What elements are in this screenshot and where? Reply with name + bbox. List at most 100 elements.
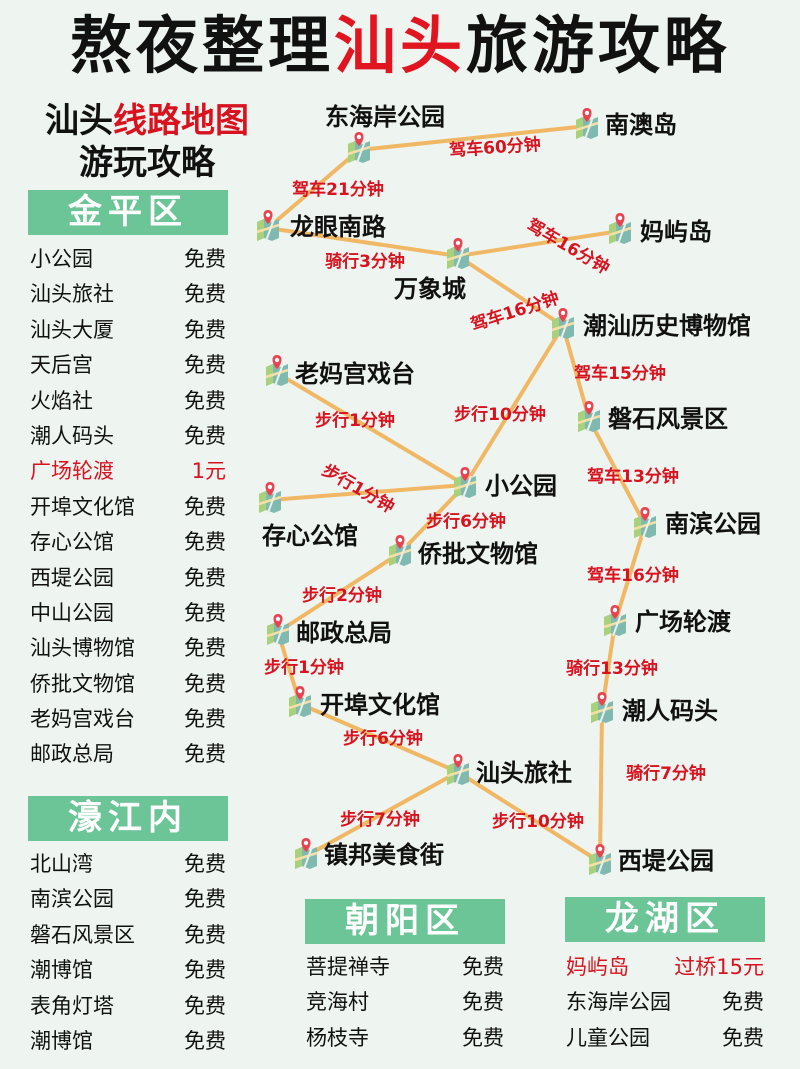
route-line — [266, 148, 361, 230]
attraction-price: 免费 — [184, 423, 226, 448]
attraction-name: 邮政总局 — [30, 742, 114, 767]
map-pin-icon — [587, 842, 613, 877]
list-item: 菩提禅寺 免费 — [306, 950, 504, 985]
route-duration-label: 驾车15分钟 — [574, 363, 666, 384]
route-line — [456, 770, 602, 864]
route-line — [587, 418, 647, 526]
attraction-name: 中山公园 — [30, 600, 114, 625]
attraction-name: 潮博馆 — [30, 1028, 93, 1053]
attraction-price: 免费 — [184, 852, 226, 876]
list-item: 西堤公园免费 — [30, 561, 226, 596]
route-line — [267, 226, 459, 258]
attraction-name: 潮人码头 — [30, 423, 114, 448]
district-header-haojiang: 濠江内 — [28, 796, 228, 841]
map-node-label: 磐石风景区 — [608, 405, 728, 433]
attraction-name: 菩提禅寺 — [306, 955, 390, 979]
attraction-name: 天后宫 — [30, 353, 93, 378]
attraction-price: 免费 — [184, 247, 226, 271]
attraction-name: 老妈宫戏台 — [30, 707, 135, 732]
map-node-label: 邮政总局 — [296, 619, 392, 647]
map-node-label: 西堤公园 — [618, 847, 714, 875]
attraction-price: 免费 — [184, 530, 226, 555]
map-pin-icon — [589, 690, 615, 725]
map-pin-icon — [445, 752, 471, 787]
route-lines — [266, 124, 647, 864]
attraction-name: 潮博馆 — [30, 958, 93, 983]
list-item: 南滨公园免费 — [30, 882, 226, 917]
route-duration-label: 步行10分钟 — [492, 811, 584, 832]
map-pin-icon — [287, 684, 313, 719]
route-line — [358, 124, 588, 152]
title-city: 汕头 — [333, 9, 466, 82]
map-pin-icon — [445, 236, 471, 271]
map-pin-icon — [387, 533, 413, 568]
map-node-label: 广场轮渡 — [635, 608, 732, 636]
attraction-price: 免费 — [184, 958, 226, 983]
map-pin-icon — [452, 465, 478, 500]
attraction-name: 竞海村 — [306, 990, 369, 1015]
list-item: 妈屿岛过桥15元 — [566, 950, 764, 985]
attraction-price: 免费 — [184, 353, 226, 378]
attraction-price: 免费 — [184, 636, 226, 661]
attraction-name: 磐石风景区 — [30, 922, 135, 947]
map-pin-icon — [632, 505, 658, 540]
route-duration-label: 步行10分钟 — [454, 404, 546, 425]
list-item: 火焰社免费 — [30, 384, 226, 419]
map-node-label: 妈屿岛 — [640, 218, 712, 246]
attraction-name: 侨批文物馆 — [30, 671, 135, 696]
map-pin-icon — [264, 353, 290, 388]
map-node-label: 汕头旅社 — [476, 759, 572, 787]
subtitle-city: 汕头 — [45, 101, 113, 141]
attraction-price: 免费 — [184, 993, 226, 1018]
map-pin-icon — [550, 306, 576, 341]
map-pin-icon — [574, 106, 600, 141]
subtitle-highlight: 线路地图 — [113, 101, 249, 141]
route-line — [398, 483, 467, 555]
list-item: 中山公园免费 — [30, 596, 226, 631]
route-line — [456, 254, 565, 328]
list-item: 汕头博物馆 免费 — [30, 631, 226, 666]
route-labels: 驾车60分钟驾车21分钟骑行3分钟驾车16分钟驾车16分钟驾车15分钟步行10分… — [264, 134, 706, 832]
list-item: 潮博馆 免费 — [30, 953, 226, 988]
attraction-price: 免费 — [184, 1028, 226, 1053]
route-duration-label: 骑行13分钟 — [566, 658, 658, 679]
attraction-price: 免费 — [184, 922, 226, 947]
list-item: 侨批文物馆免费 — [30, 667, 226, 702]
attraction-price: 1元 — [191, 459, 226, 484]
district-list-haojiang: 北山湾免费南滨公园免费磐石风景区免费潮博馆免费表角灯塔免费潮博馆免费 — [30, 847, 226, 1059]
attraction-name: 汕头博物馆 — [30, 636, 135, 661]
map-node-label: 存心公馆 — [262, 522, 358, 550]
attraction-price: 免费 — [184, 494, 226, 519]
subtitle-line2: 游玩攻略 — [79, 143, 215, 183]
route-duration-label: 驾车60分钟 — [449, 134, 542, 161]
list-item: 磐石风景区 免费 — [30, 918, 226, 953]
list-item: 老妈宫戏台免费 — [30, 702, 226, 737]
map-node-label: 龙眼南路 — [290, 213, 387, 241]
route-duration-label: 步行6分钟 — [343, 728, 423, 749]
route-line — [305, 770, 459, 858]
list-item: 邮政总局免费 — [30, 737, 226, 772]
list-item: 汕头旅社 免费 — [30, 277, 226, 312]
title-part3: 旅游攻略 — [466, 9, 731, 82]
attraction-name: 北山湾 — [30, 852, 93, 876]
list-item: 表角灯塔免费 — [30, 989, 226, 1024]
route-line — [613, 524, 647, 624]
attraction-price: 免费 — [462, 955, 504, 979]
attraction-name: 汕头旅社 — [30, 282, 114, 307]
attraction-price: 过桥15元 — [674, 955, 764, 979]
map-pin-icon — [293, 836, 319, 871]
attraction-name: 小公园 — [30, 247, 93, 271]
route-duration-label: 驾车21分钟 — [292, 179, 384, 200]
route-line — [275, 371, 467, 487]
map-node-label: 小公园 — [485, 472, 557, 500]
route-duration-label: 驾车13分钟 — [587, 466, 679, 487]
map-pin-icon — [602, 603, 628, 638]
attraction-price: 免费 — [722, 990, 764, 1015]
route-line — [463, 324, 565, 487]
map-pin-icon — [255, 208, 281, 243]
route-line — [276, 631, 302, 705]
list-item: 汕头大厦免费 — [30, 313, 226, 348]
attraction-price: 免费 — [184, 282, 226, 307]
attraction-name: 开埠文化馆 — [30, 494, 135, 519]
